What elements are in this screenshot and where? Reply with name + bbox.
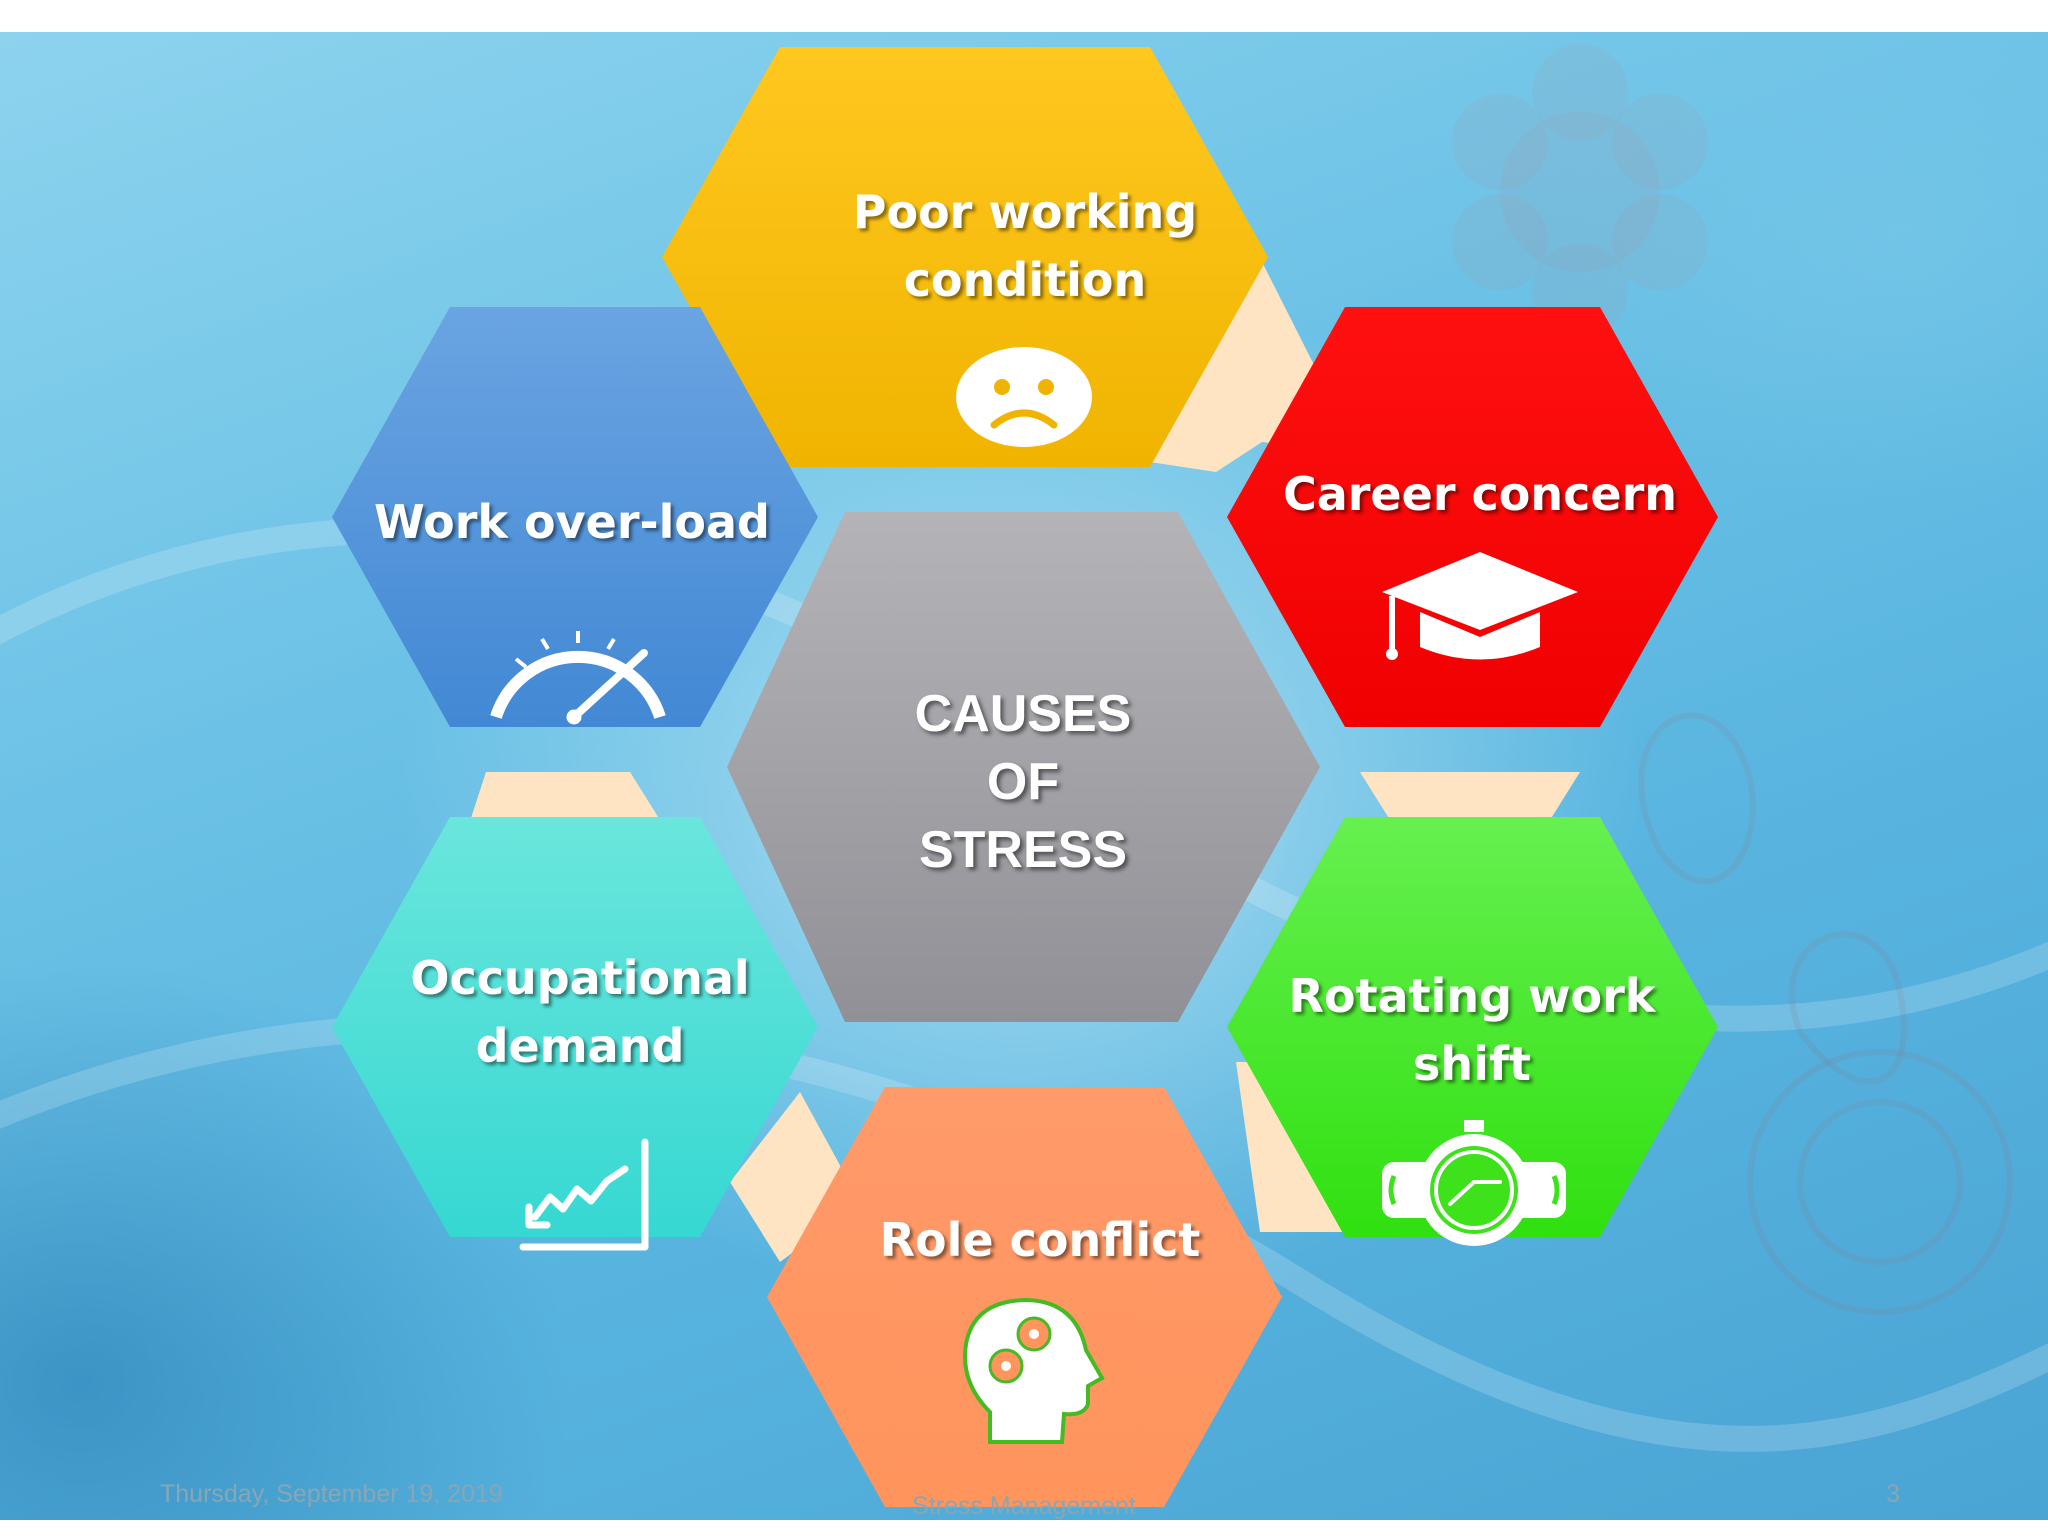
label-line: Career concern — [1282, 467, 1678, 521]
label-career-concern: Career concern — [1270, 460, 1690, 528]
head-gears-icon — [963, 1297, 1105, 1444]
label-line: demand — [475, 1019, 685, 1073]
hex-poor-working-condition — [662, 47, 1268, 467]
label-line: Occupational — [410, 951, 750, 1005]
graduation-cap-icon — [1382, 552, 1578, 660]
label-work-over-load: Work over-load — [362, 488, 782, 556]
causes-of-stress-diagram — [332, 47, 1718, 1507]
label-line: Work over-load — [374, 495, 770, 549]
hex-rotating-work-shift — [1227, 817, 1718, 1237]
center-title-line: OF — [986, 753, 1060, 811]
label-line: condition — [903, 253, 1147, 307]
slide: Poor working condition Career concern Ro… — [0, 32, 2048, 1520]
label-line: shift — [1413, 1037, 1531, 1091]
footer-title: Stress Management — [912, 1492, 1136, 1520]
footer-page-number: 3 — [1886, 1480, 1900, 1508]
zigzag-chart-icon — [519, 1138, 649, 1251]
label-rotating-work-shift: Rotating work shift — [1262, 962, 1682, 1098]
footer-date: Thursday, September 19, 2019 — [160, 1480, 503, 1508]
label-line: Role conflict — [879, 1213, 1201, 1267]
hex-center — [727, 512, 1320, 1022]
center-title: CAUSES OF STRESS — [823, 680, 1223, 884]
label-line: Poor working — [852, 185, 1198, 239]
hex-role-conflict — [767, 1087, 1282, 1507]
sad-face-icon — [956, 347, 1092, 447]
center-title-line: CAUSES — [914, 685, 1132, 743]
wristwatch-icon — [1382, 1120, 1566, 1246]
hex-occupational-demand — [332, 817, 818, 1237]
label-poor-working-condition: Poor working condition — [815, 178, 1235, 314]
center-title-line: STRESS — [918, 821, 1128, 879]
label-line: Rotating work — [1288, 969, 1656, 1023]
hex-career-concern — [1227, 307, 1718, 727]
speedometer-icon — [490, 631, 666, 725]
label-occupational-demand: Occupational demand — [370, 944, 790, 1080]
hex-work-over-load — [332, 307, 818, 727]
label-role-conflict: Role conflict — [830, 1206, 1250, 1274]
